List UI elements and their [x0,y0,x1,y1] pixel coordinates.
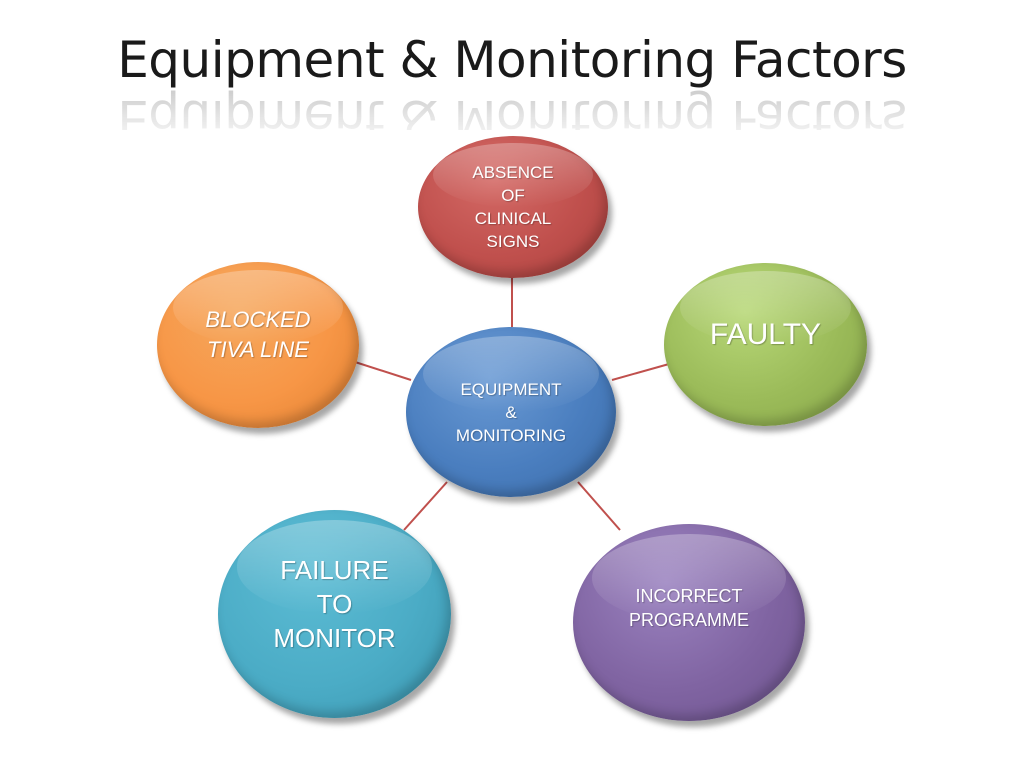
connector-bottom-right [577,481,621,531]
node-label: INCORRECT PROGRAMME [628,585,749,630]
title-container: Equipment & Monitoring Factors [0,30,1024,90]
node-incorrect-programme: INCORRECT PROGRAMME [573,524,805,721]
node-failure-to-monitor: FAILURE TO MONITOR [218,510,451,718]
connector-right [611,363,670,381]
connector-left [354,361,412,381]
node-label: FAILURE TO MONITOR [273,555,396,653]
node-label: FAULTY [709,317,822,351]
node-label: BLOCKED TIVA LINE [205,307,311,362]
node-equipment-and-monitoring: EQUIPMENT & MONITORING [406,327,616,497]
slide-title: Equipment & Monitoring Factors [117,31,907,89]
node-blocked-tiva-line: BLOCKED TIVA LINE [157,262,359,428]
node-label: ABSENCE OF CLINICAL SIGNS [472,163,554,251]
node-absence-of-clinical-signs: ABSENCE OF CLINICAL SIGNS [418,136,608,278]
center-node-label: EQUIPMENT & MONITORING [455,379,567,445]
connector-bottom-left [403,481,448,531]
node-faulty: FAULTY [664,263,867,426]
